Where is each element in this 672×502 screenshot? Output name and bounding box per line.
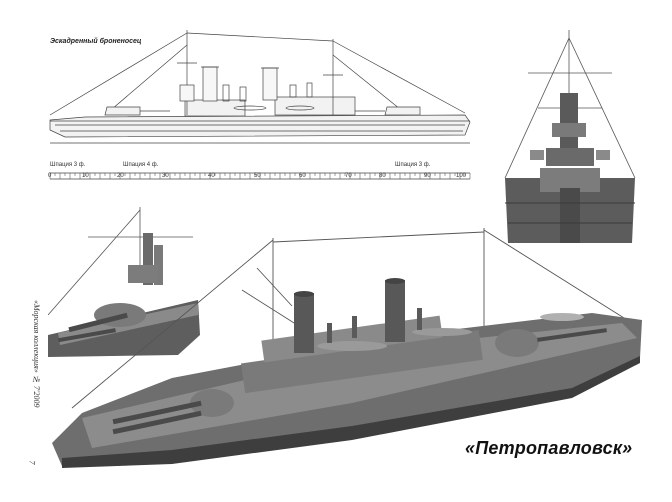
scale-tick-label: 70 (345, 173, 352, 179)
scale-tick-label: 20 (117, 173, 124, 179)
bow-quarter-render (48, 207, 200, 357)
scale-tick-label: 30 (162, 173, 169, 179)
scale-tick-label: 60 (299, 173, 306, 179)
station-label-3: Шпация 3 ф. (395, 162, 431, 168)
page-number: 7 (27, 460, 37, 465)
ship-title: «Петропавловск» (465, 438, 633, 458)
station-label-1: Шпация 3 ф. (50, 162, 86, 168)
scale-tick-label: 10 (82, 173, 89, 179)
station-label-2: Шпация 4 ф. (123, 162, 159, 168)
main-ship-render (52, 228, 642, 468)
scale-tick-label: 80 (379, 173, 386, 179)
drawing-caption: Эскадренный броненосец (50, 38, 142, 45)
scale-tick-label: 90 (424, 173, 431, 179)
journal-issue: «Морская коллекция» № 7'2009 (32, 300, 41, 408)
bow-view-render (500, 28, 640, 243)
scale-tick-label: 40 (208, 173, 215, 179)
scale-tick-label: 100 (456, 173, 467, 179)
side-elevation-drawing (49, 30, 471, 180)
scale-tick-label: 50 (254, 173, 261, 179)
scale-tick-label: 0 (48, 173, 52, 179)
